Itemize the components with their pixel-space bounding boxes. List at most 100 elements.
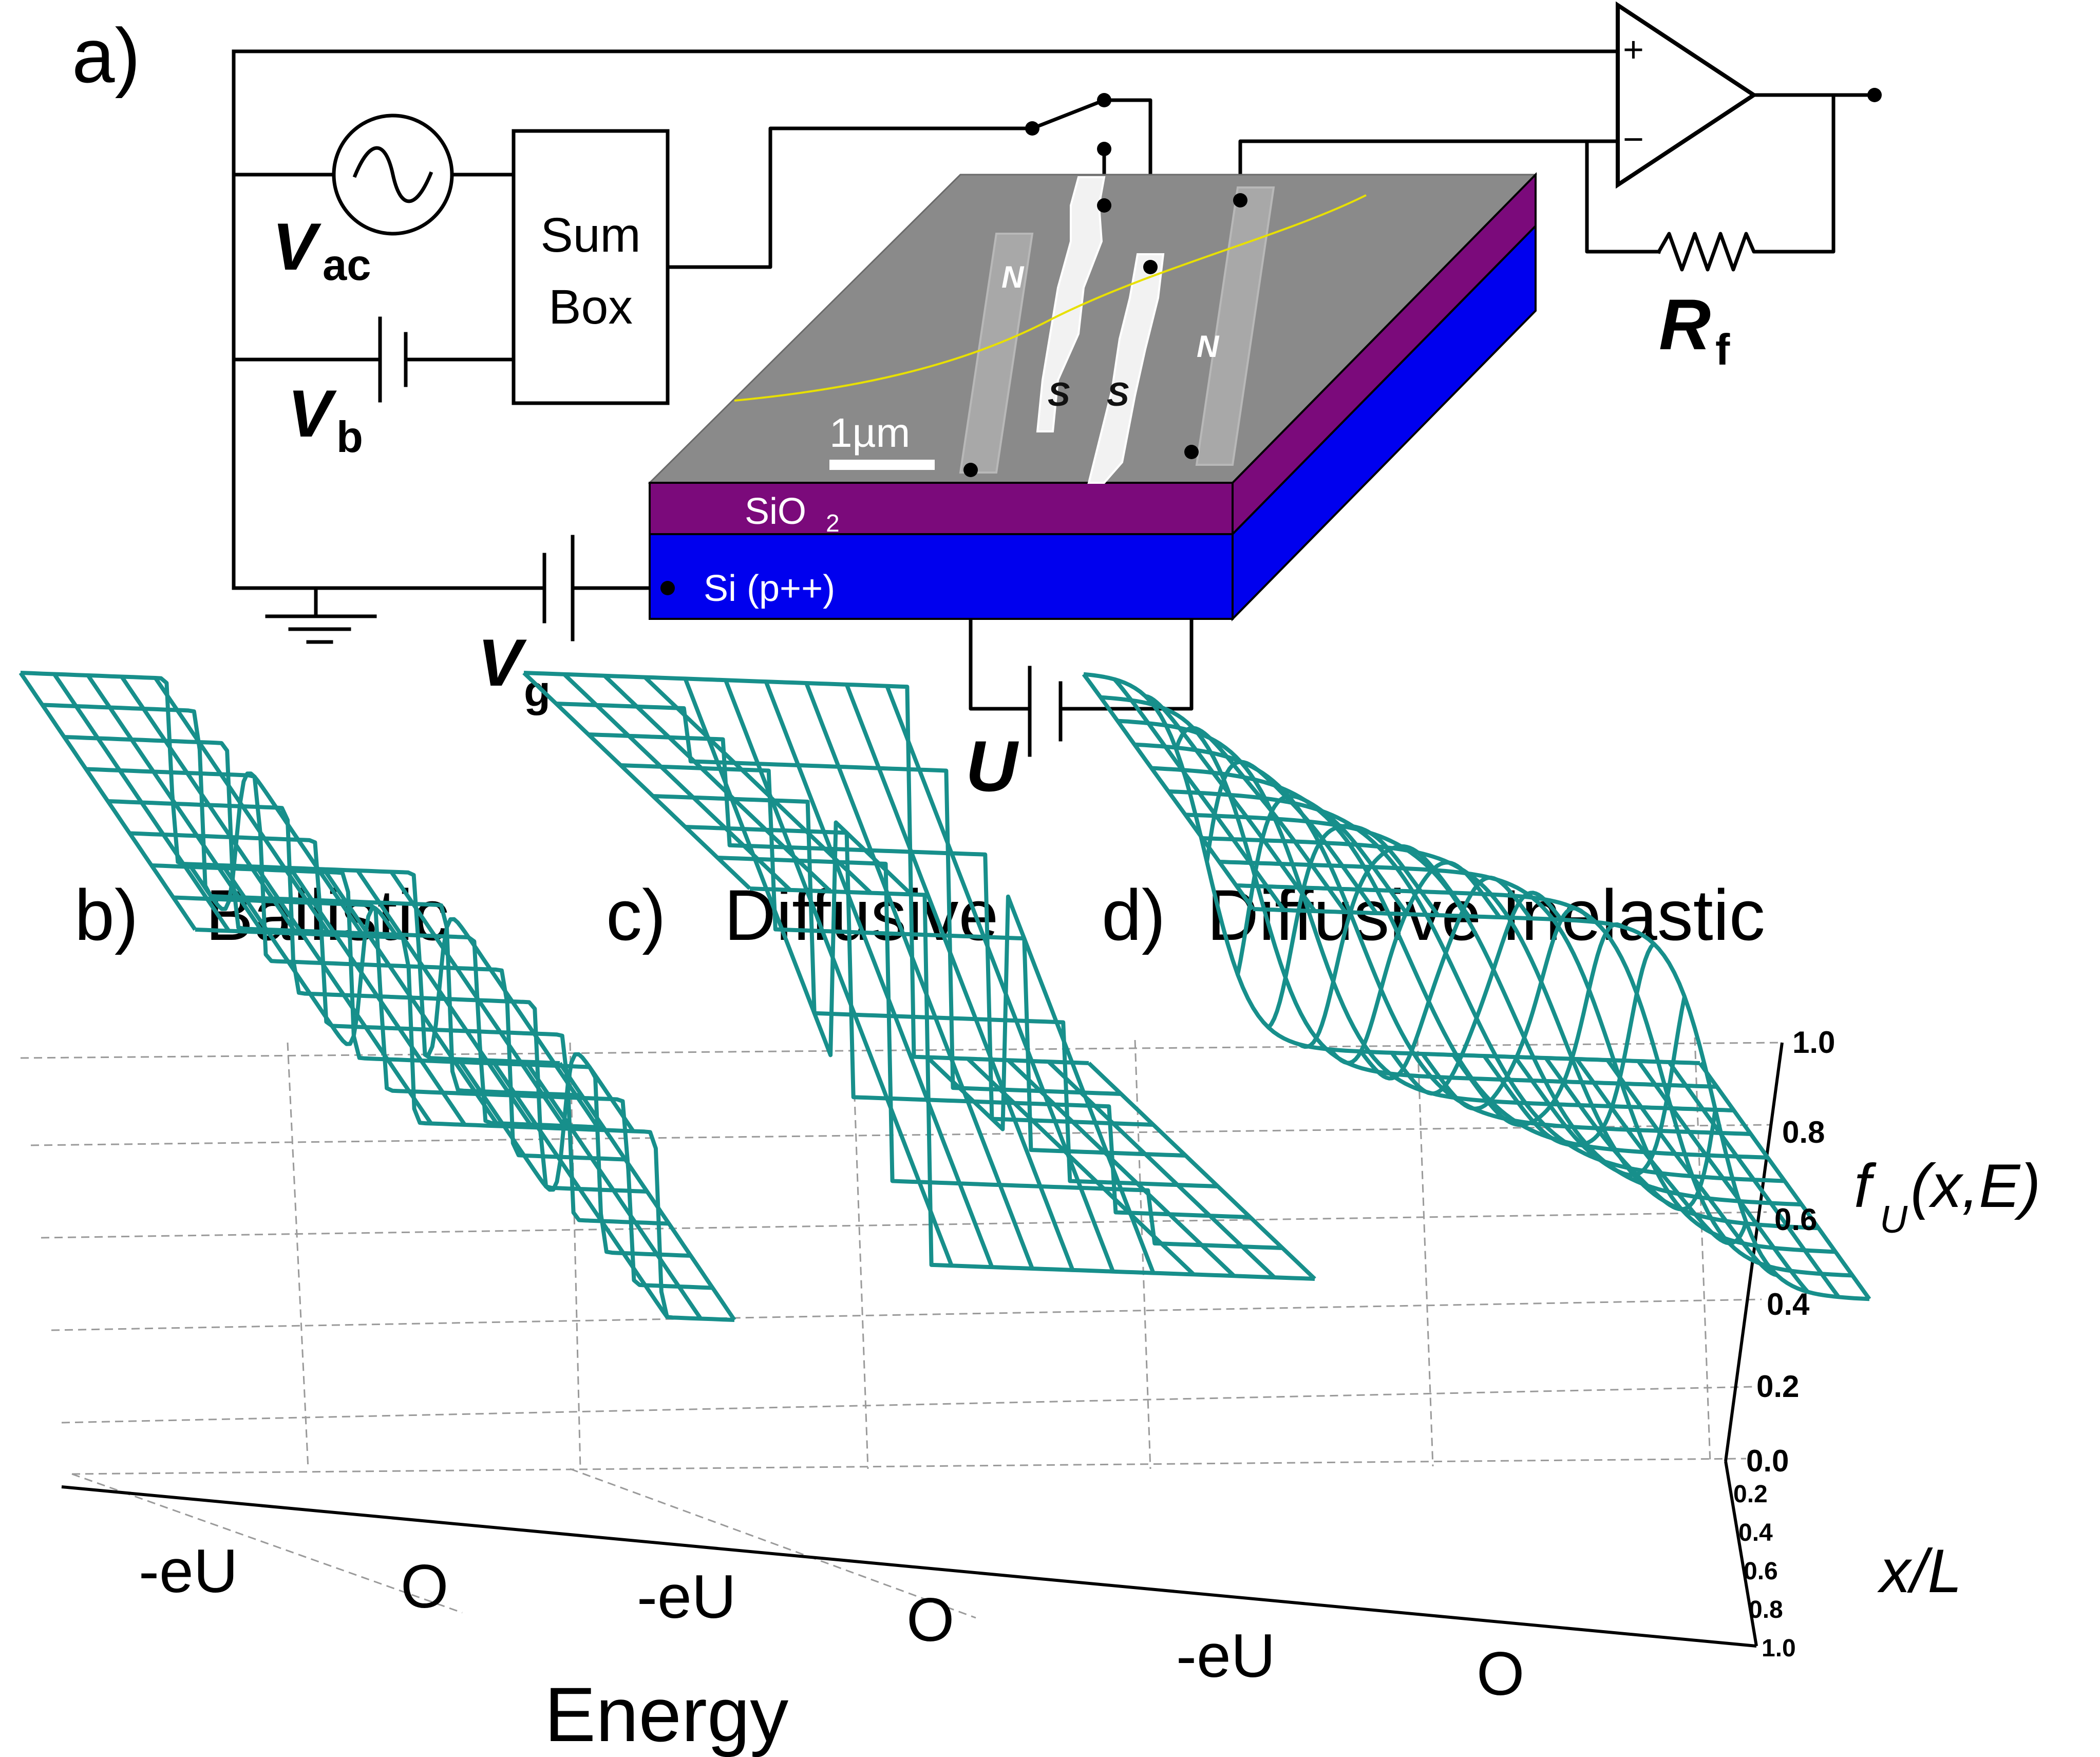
mesh-line [1087,1062,1316,1280]
sum-box [512,129,670,405]
x-tick: 0.4 [1738,1519,1773,1546]
mesh-line [524,1061,703,1320]
z-axis-ticks: 1.0 0.8 0.6 0.4 0.2 0.0 [1746,1025,1835,1478]
s-right-label: S [1107,375,1129,413]
z-tick: 0.2 [1756,1369,1799,1404]
mesh-line [1328,860,1502,1065]
mesh-line [120,675,298,935]
s-left-label: S [1048,375,1070,413]
mesh-line [1575,1057,1748,1245]
s-wire-left [1036,176,1106,432]
trace-line [734,194,1367,402]
n-left-label: N [1001,260,1025,294]
op-amp-icon [1616,1,1758,189]
sum-box-line1: Sum [540,208,640,262]
ac-source-icon [332,114,454,236]
mesh-line [187,771,366,937]
op-amp-minus: − [1623,119,1644,159]
mesh-line [154,676,332,936]
mesh-line [1082,673,1255,911]
energy-axis-label: Energy [544,1671,788,1757]
mesh-line [724,679,954,1267]
mesh-line [1007,1059,1236,1278]
mesh-line [1236,794,1409,975]
scale-bar-label: 1µm [829,410,910,456]
x-axis-ticks: 0.2 0.4 0.6 0.8 1.0 [1733,1481,1796,1662]
mesh-line [1359,875,1533,1081]
contact-dots [660,88,1882,595]
mesh-line [389,871,568,1130]
energy-tick-b-neg: -eU [139,1537,238,1605]
x-tick: 0.2 [1733,1481,1768,1508]
mesh-line [764,681,994,1268]
z-tick: 0.8 [1782,1115,1825,1149]
plot-axes [61,1042,1784,1648]
mesh-line [490,1059,669,1318]
si-label: Si (p++) [704,568,835,609]
mesh-line [322,868,500,1127]
battery-vb-icon [378,316,408,403]
u-symbol: U [966,726,1019,806]
mesh-line [425,917,601,1131]
mesh-line [1667,1061,1841,1298]
mesh-line [1636,1060,1810,1294]
v-ac-subscript: ac [323,241,371,290]
resistor-icon [1656,232,1764,272]
mesh-line [1174,726,1348,914]
n-lead-left [959,233,1034,474]
x-tick: 0.6 [1744,1558,1778,1585]
mesh-line [1605,1059,1777,1277]
x-tick: 0.8 [1749,1596,1783,1623]
z-axis-label-args: (x,E) [1910,1151,2040,1220]
panel-a: a) [72,1,1882,806]
x-tick: 1.0 [1762,1635,1796,1662]
z-tick: 0.4 [1767,1287,1810,1321]
mesh-line [1513,996,1687,1177]
op-amp-plus: + [1623,29,1644,69]
energy-tick-d-zero: O [1477,1639,1524,1708]
mesh-line [221,864,400,1046]
z-tick: 0.0 [1746,1444,1789,1478]
scale-bar [829,460,935,470]
mesh-line [1145,694,1317,913]
device-chip: 1µm N N S S SiO 2 Si (p++) [648,172,1538,621]
wireframe-plot: 1.0 0.8 0.6 0.4 0.2 0.0 0.2 0.4 0.6 0.8 … [18,671,2040,1757]
v-ac-symbol: V [272,209,321,284]
z-tick: 0.6 [1774,1202,1817,1237]
mesh-line [355,869,534,1129]
chip-silicon-side [1232,223,1537,621]
sum-box-line2: Box [548,280,633,334]
v-g-symbol: V [478,625,527,700]
energy-tick-c-neg: -eU [637,1562,736,1631]
n-lead-right [1195,186,1275,466]
z-tick: 1.0 [1792,1025,1835,1060]
mesh-line [925,894,1156,1274]
energy-tick-c-zero: O [906,1585,954,1654]
n-right-label: N [1197,329,1220,364]
r-f-subscript: f [1715,326,1730,374]
mesh-line [1390,891,1563,1096]
mesh-line [558,1062,736,1321]
mesh-line [1482,942,1656,1147]
mesh-line [288,866,467,1126]
battery-vg-icon [542,535,575,641]
mesh-line [18,671,197,931]
mesh-line [1205,760,1378,915]
r-f-symbol: R [1659,284,1711,365]
v-b-symbol: V [288,376,337,451]
panel-b-label: b) [74,875,138,955]
energy-tick-d-neg: -eU [1176,1621,1275,1690]
sio2-subscript: 2 [826,510,840,537]
battery-u-icon [1028,666,1063,757]
mesh-ballistic [18,671,736,1322]
mesh-line [255,865,433,1125]
sio2-label: SiO [745,491,806,532]
ground-icon [265,586,377,644]
mesh-line [1266,824,1440,1029]
x-axis-label: x/L [1877,1537,1962,1605]
mesh-line [1451,922,1624,1127]
panel-a-label: a) [72,12,140,99]
mesh-line [86,674,264,934]
mesh-line [885,685,1115,1273]
